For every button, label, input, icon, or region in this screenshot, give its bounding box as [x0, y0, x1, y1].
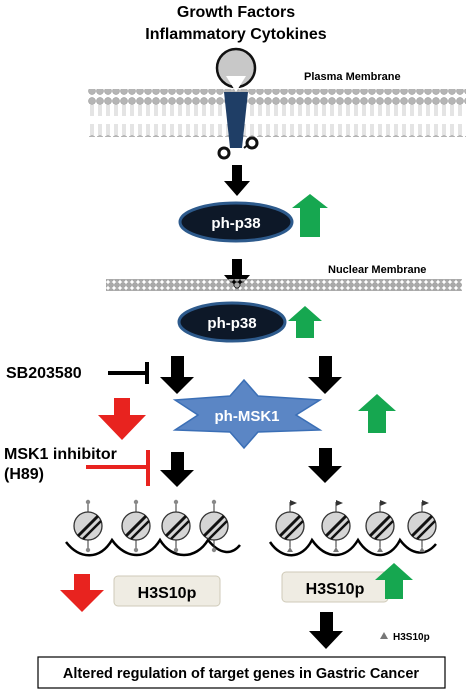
p38-cytoplasm-node: [178, 201, 294, 243]
down-arrow-msk1: [98, 398, 146, 440]
chromatin-left: [65, 499, 241, 557]
arrow-to-chromatin-left: [160, 452, 194, 487]
arrow-to-target-genes: [309, 612, 343, 649]
plasma-membrane-label: Plasma Membrane: [304, 71, 401, 83]
sb203580-label: SB203580: [6, 365, 82, 382]
p38-nucleus-label: ph-p38: [207, 315, 256, 332]
title-line-2: Inflammatory Cytokines: [145, 26, 326, 43]
plasma-membrane: [88, 89, 466, 137]
legend-marker-label: H3S10p: [393, 632, 430, 643]
h3s10p-left-box: [113, 575, 221, 607]
msk1-label: ph-MSK1: [215, 408, 280, 425]
arrow-receptor-to-p38: [224, 165, 250, 196]
h3s10p-right-label: H3S10p: [306, 581, 365, 598]
title-line-1: Growth Factors: [177, 4, 295, 21]
h3s10p-left-label: H3S10p: [138, 585, 197, 602]
nuclear-membrane-label: Nuclear Membrane: [328, 264, 426, 276]
p38-nucleus-node: [177, 301, 287, 343]
down-arrow-h3s10p: [60, 574, 104, 612]
p38-cytoplasm-label: ph-p38: [211, 215, 260, 232]
footer-box: [37, 656, 446, 689]
up-arrow-h3s10p: [375, 563, 413, 599]
up-arrow-p38-nucleus: [288, 306, 322, 338]
arrow-to-chromatin-right: [308, 448, 342, 483]
chromatin-right: [268, 500, 437, 557]
footer-text: Altered regulation of target genes in Ga…: [63, 666, 419, 682]
up-arrow-msk1: [358, 394, 396, 433]
arrow-to-msk1-left: [160, 356, 194, 394]
msk1-inhibitor-label-line2: (H89): [4, 466, 44, 483]
msk1-inhibitor-label-line1: MSK1 inhibitor: [4, 446, 117, 463]
arrow-to-msk1-right: [308, 356, 342, 394]
receptor-icon: [215, 47, 259, 160]
up-arrow-p38-cytoplasm: [292, 194, 328, 237]
nuclear-membrane: [106, 279, 462, 291]
h3s10p-marker-icon: [380, 632, 388, 639]
msk1-node: [172, 378, 323, 450]
